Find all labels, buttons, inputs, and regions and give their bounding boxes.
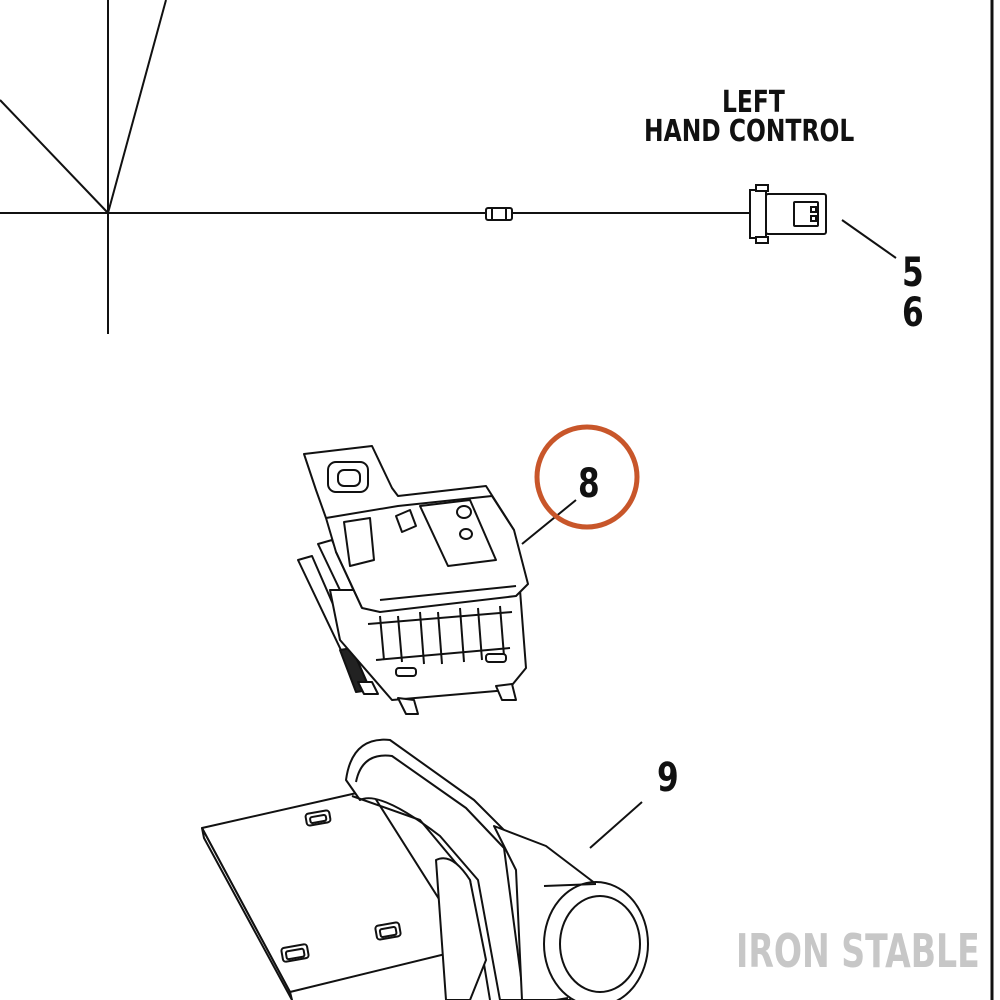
part-number-8: 8: [578, 461, 600, 507]
callout-title-line1: LEFT: [722, 85, 785, 120]
harness-wire-branch: [107, 0, 167, 214]
highlight-circle: [534, 424, 640, 530]
harness-wire-diagonal: [0, 99, 109, 214]
part-9-mounting-bracket: [201, 738, 649, 1000]
inline-splice-icon: [485, 207, 513, 221]
leader-line-8: [521, 499, 577, 545]
part-number-9: 9: [657, 755, 679, 801]
part-number-6: 6: [902, 290, 924, 336]
part-number-5: 5: [902, 250, 924, 296]
part-8-control-module: [297, 445, 529, 715]
callout-title-line2: HAND CONTROL: [644, 114, 855, 149]
wiring-harness: [0, 0, 750, 334]
leader-line-9: [589, 801, 643, 849]
connector-icon: [749, 184, 827, 244]
leader-line-5: [841, 219, 897, 259]
watermark: IRON STABLE: [736, 924, 980, 978]
